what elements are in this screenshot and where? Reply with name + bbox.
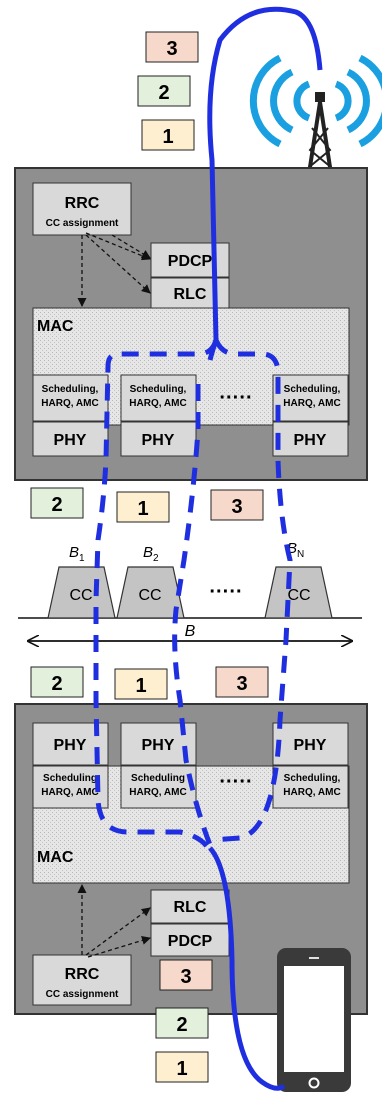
- bs-scheduling-block-1: Scheduling, HARQ, AMC: [32, 374, 109, 422]
- component-carrier-2: CC: [116, 566, 185, 619]
- ue-mac-label: MAC: [37, 849, 74, 866]
- bs-phy-n-label: PHY: [294, 432, 327, 449]
- bs-phy-block-n: PHY: [272, 421, 349, 457]
- base-station-stack: RRC CC assignment PDCP RLC MAC Schedulin…: [14, 167, 368, 481]
- bs-rrc-subtitle: CC assignment: [46, 218, 119, 229]
- ue-phy-n-label: PHY: [294, 737, 327, 754]
- ue-rlc-label: RLC: [174, 899, 207, 916]
- bs-phy-1-label: PHY: [54, 432, 87, 449]
- carrier-spectrum: CC CC ····· CC B1 B2 BN B: [18, 540, 362, 641]
- ue-rrc-title: RRC: [65, 966, 100, 983]
- bs-rrc-config-arrows: [77, 232, 151, 307]
- ue-sched-2-line-2: HARQ, AMC: [129, 787, 186, 798]
- badge-2-mid-lower: [30, 666, 84, 698]
- bs-rlc-label: RLC: [174, 286, 207, 303]
- svg-text:2: 2: [51, 494, 62, 516]
- bs-sched-n-line-1: Scheduling,: [284, 384, 341, 395]
- bs-phy-block-2: PHY: [120, 421, 197, 457]
- svg-text:3: 3: [231, 496, 242, 518]
- ue-rrc-block: [32, 954, 132, 1006]
- total-bandwidth-label: B: [185, 623, 196, 640]
- smartphone-icon: [277, 948, 351, 1092]
- badge-1-mid-upper: [116, 491, 170, 523]
- badge-group-bottom: 3 2 1: [155, 959, 213, 1083]
- bs-scheduling-block-n: Scheduling, HARQ, AMC: [272, 374, 349, 422]
- badge-3-top: [145, 31, 199, 63]
- component-carrier-1: CC: [47, 566, 116, 619]
- bs-rrc-title: RRC: [65, 195, 100, 212]
- badge-2-top: [137, 75, 191, 107]
- badge-group-middle-upper: 2 1 3: [30, 487, 264, 523]
- bs-sched-n-line-2: HARQ, AMC: [283, 398, 340, 409]
- badge-group-top: 3 2 1: [137, 31, 199, 151]
- bs-scheduling-block-2: Scheduling, HARQ, AMC: [120, 374, 197, 422]
- bs-sched-1-line-1: Scheduling,: [42, 384, 99, 395]
- ue-phy-block-n: PHY: [272, 722, 349, 766]
- svg-text:3: 3: [166, 38, 177, 60]
- ue-sched-1-line-2: HARQ, AMC: [41, 787, 98, 798]
- badge-3-bottom: [159, 959, 213, 991]
- ue-scheduling-block-n: Scheduling, HARQ, AMC: [272, 765, 349, 809]
- ue-rrc-subtitle: CC assignment: [46, 989, 119, 1000]
- badge-1-bottom: [155, 1051, 209, 1083]
- badge-1-mid-lower: [114, 668, 168, 700]
- bs-sched-2-line-2: HARQ, AMC: [129, 398, 186, 409]
- flow-path-cc2: [172, 384, 215, 851]
- ue-rlc-block: [150, 889, 230, 924]
- bs-sched-2-line-1: Scheduling,: [130, 384, 187, 395]
- svg-text:2: 2: [51, 673, 62, 695]
- bn-label: BN: [287, 540, 304, 560]
- ue-sched-ellipsis: ·····: [219, 771, 252, 793]
- bs-phy-2-label: PHY: [142, 432, 175, 449]
- bs-mac-label: MAC: [37, 318, 74, 335]
- bs-phy-block-1: PHY: [32, 421, 109, 457]
- bs-pdcp-label: PDCP: [168, 253, 213, 270]
- badge-2-bottom: [155, 1007, 209, 1039]
- svg-text:3: 3: [180, 966, 191, 988]
- ue-phy-1-label: PHY: [54, 737, 87, 754]
- svg-text:1: 1: [137, 498, 148, 520]
- ue-phy-2-label: PHY: [142, 737, 175, 754]
- svg-text:2: 2: [176, 1014, 187, 1036]
- badge-3-mid-upper: [210, 489, 264, 521]
- cc-n-label: CC: [287, 587, 310, 604]
- ue-sched-n-line-1: Scheduling,: [284, 773, 341, 784]
- b2-label: B2: [143, 544, 159, 564]
- badge-1-top: [141, 119, 195, 151]
- ue-sched-2-line-1: Scheduling: [131, 773, 185, 784]
- flow-path-ccn: [211, 338, 293, 843]
- b1-label: B1: [69, 544, 85, 564]
- bs-sched-ellipsis: ·····: [219, 387, 252, 409]
- ue-sched-n-line-2: HARQ, AMC: [283, 787, 340, 798]
- badge-3-mid-lower: [215, 666, 269, 698]
- cc-ellipsis: ·····: [209, 581, 242, 603]
- dashed-flow-paths: [93, 338, 293, 851]
- svg-text:1: 1: [135, 675, 146, 697]
- badge-group-middle-lower: 2 1 3: [30, 666, 269, 700]
- bs-rrc-block: [32, 182, 132, 236]
- svg-text:2: 2: [158, 82, 169, 104]
- component-carrier-n: CC: [264, 566, 333, 619]
- flow-path-cc1: [93, 339, 219, 850]
- cc-2-label: CC: [138, 587, 161, 604]
- main-flow-line: [207, 6, 323, 1091]
- ue-pdcp-label: PDCP: [168, 933, 213, 950]
- svg-text:3: 3: [236, 673, 247, 695]
- bs-sched-1-line-2: HARQ, AMC: [41, 398, 98, 409]
- ue-scheduling-block-2: Scheduling HARQ, AMC: [120, 765, 197, 809]
- ue-rrc-config-arrows: [77, 884, 151, 958]
- badge-2-mid-upper: [30, 487, 84, 519]
- cc-1-label: CC: [69, 587, 92, 604]
- svg-text:1: 1: [176, 1058, 187, 1080]
- svg-text:1: 1: [162, 126, 173, 148]
- ue-sched-1-line-1: Scheduling: [43, 773, 97, 784]
- ue-pdcp-block: [150, 923, 230, 957]
